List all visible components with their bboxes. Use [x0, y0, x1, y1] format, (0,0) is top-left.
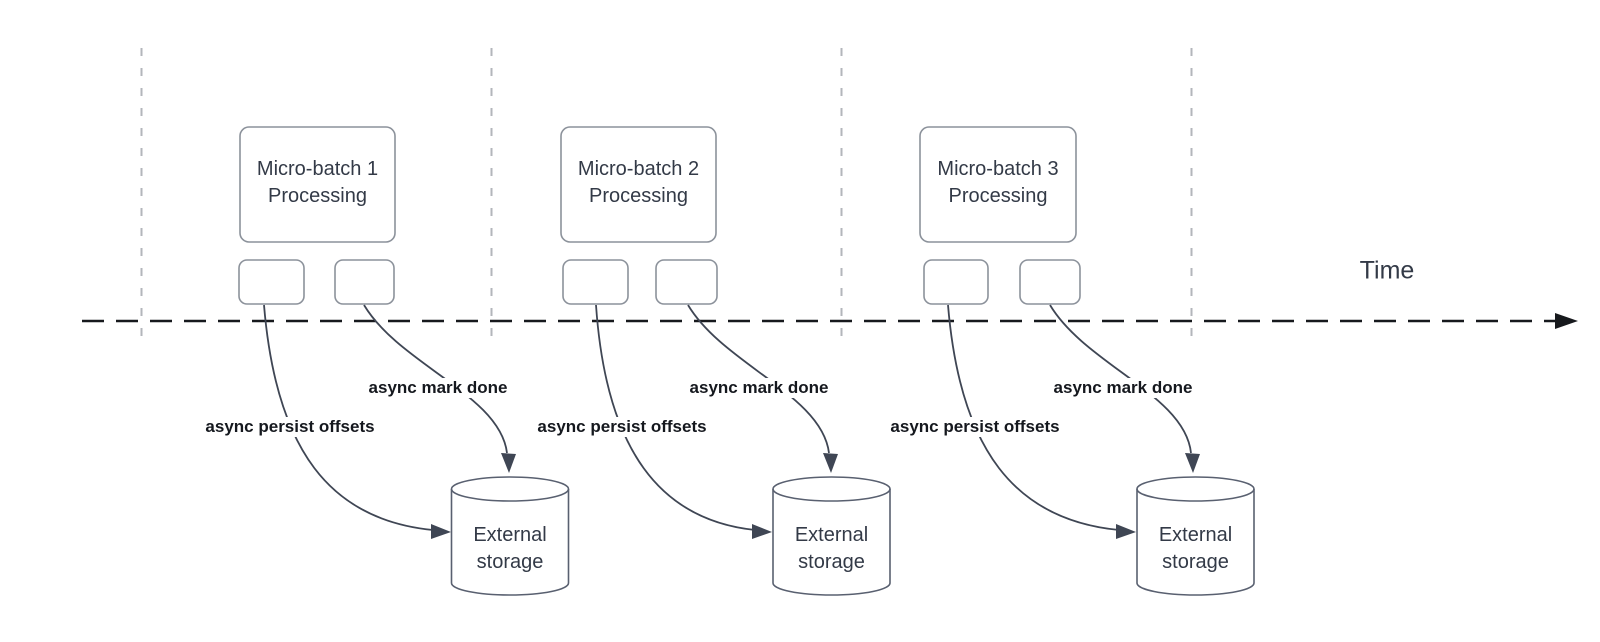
- batch-2-persist-offsets-connector: [595, 304, 756, 531]
- external-storage-2-cylinder: [772, 476, 891, 596]
- batch-3-persist-offsets-connector: [947, 304, 1120, 531]
- time-axis-arrowhead-icon: [1555, 313, 1578, 329]
- async-persist-offsets-label-3: async persist offsets: [887, 417, 1063, 437]
- micro-batch-2-box: [560, 126, 717, 243]
- async-mark-done-label-3: async mark done: [1050, 378, 1196, 398]
- micro-batch-3-box: [919, 126, 1077, 243]
- micro-batch-3-title-line1: Micro-batch 3: [937, 158, 1059, 180]
- external-storage-2-label-line1: External: [794, 524, 869, 546]
- micro-batch-3-title-line2: Processing: [948, 185, 1048, 207]
- external-storage-1-cylinder: [450, 476, 570, 596]
- external-storage-3-label: External storage: [1159, 522, 1232, 576]
- micro-batch-2-title-line1: Micro-batch 2: [577, 158, 700, 180]
- time-axis-label: Time: [1359, 256, 1415, 285]
- micro-batch-1-box: [239, 126, 396, 243]
- external-storage-3-label-line2: storage: [1162, 551, 1229, 573]
- micro-batch-3-title: Micro-batch 3 Processing: [937, 156, 1058, 210]
- async-persist-offsets-label-2: async persist offsets: [534, 417, 710, 437]
- batch-1-persist-offsets-connector: [263, 304, 434, 531]
- batch-3-persist-task-node: [923, 259, 989, 305]
- external-storage-2-label: External storage: [795, 522, 868, 576]
- micro-batch-1-title: Micro-batch 1 Processing: [257, 156, 378, 210]
- micro-batch-2-title-line2: Processing: [589, 185, 688, 207]
- batch-1-persist-arrowhead-icon: [431, 524, 451, 539]
- batch-3-mark-done-arrowhead-icon: [1185, 453, 1200, 473]
- micro-batch-1-title-line2: Processing: [268, 185, 367, 207]
- external-storage-3-label-line1: External: [1158, 524, 1233, 546]
- batch-2-mark-done-arrowhead-icon: [823, 453, 838, 473]
- batch-1-mark-done-task-node: [334, 259, 395, 305]
- external-storage-2-label-line2: storage: [798, 551, 865, 573]
- external-storage-1-label: External storage: [473, 522, 546, 576]
- async-mark-done-label-1: async mark done: [365, 378, 511, 398]
- async-mark-done-label-2: async mark done: [686, 378, 832, 398]
- external-storage-3-cylinder: [1136, 476, 1255, 596]
- micro-batch-2-title: Micro-batch 2 Processing: [578, 156, 699, 210]
- batch-1-persist-task-node: [238, 259, 305, 305]
- micro-batch-1-title-line1: Micro-batch 1: [256, 158, 379, 180]
- batch-3-persist-arrowhead-icon: [1116, 524, 1136, 539]
- batch-1-mark-done-arrowhead-icon: [501, 453, 516, 473]
- external-storage-1-label-line1: External: [473, 524, 547, 546]
- batch-2-persist-task-node: [562, 259, 629, 305]
- batch-3-mark-done-task-node: [1019, 259, 1081, 305]
- batch-2-persist-arrowhead-icon: [752, 524, 772, 539]
- external-storage-1-label-line2: storage: [476, 551, 544, 573]
- async-persist-offsets-label-1: async persist offsets: [202, 417, 378, 437]
- batch-2-mark-done-task-node: [655, 259, 718, 305]
